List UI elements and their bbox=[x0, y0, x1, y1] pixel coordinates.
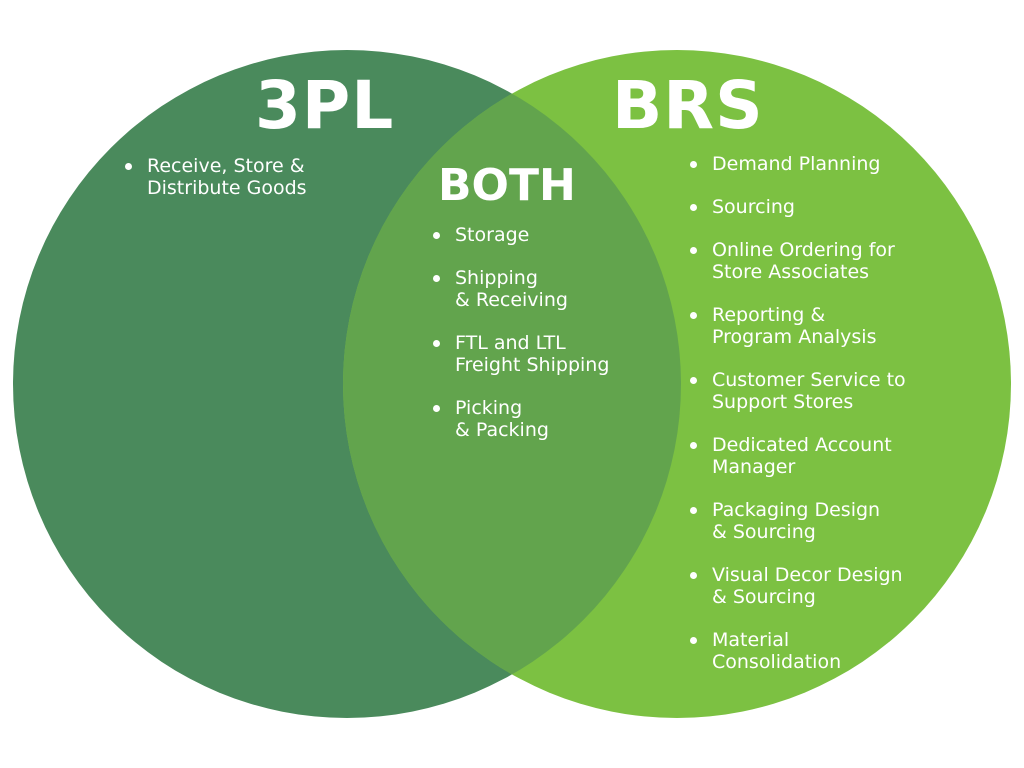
list-brs: Demand Planning Sourcing Online Ordering… bbox=[688, 153, 938, 694]
list-3pl: Receive, Store & Distribute Goods bbox=[123, 155, 353, 220]
list-item-brs: Online Ordering for Store Associates bbox=[688, 239, 938, 283]
list-item-brs: Visual Decor Design & Sourcing bbox=[688, 564, 938, 608]
title-3pl: 3PL bbox=[255, 67, 395, 144]
list-item-brs: Packaging Design & Sourcing bbox=[688, 499, 938, 543]
list-item-brs: Customer Service to Support Stores bbox=[688, 369, 938, 413]
list-item-brs: Sourcing bbox=[688, 196, 938, 218]
overlap-region-both bbox=[343, 50, 681, 718]
list-item-both: FTL and LTL Freight Shipping bbox=[431, 332, 661, 376]
list-item-both: Picking & Packing bbox=[431, 397, 661, 441]
list-item-brs: Reporting & Program Analysis bbox=[688, 304, 938, 348]
title-brs: BRS bbox=[612, 67, 764, 144]
list-item-brs: Material Consolidation bbox=[688, 629, 938, 673]
list-item-both: Shipping & Receiving bbox=[431, 267, 661, 311]
list-item-brs: Dedicated Account Manager bbox=[688, 434, 938, 478]
list-item-both: Storage bbox=[431, 224, 661, 246]
list-item-3pl: Receive, Store & Distribute Goods bbox=[123, 155, 353, 199]
list-both: Storage Shipping & Receiving FTL and LTL… bbox=[431, 224, 661, 462]
title-both: BOTH bbox=[438, 160, 576, 211]
list-item-brs: Demand Planning bbox=[688, 153, 938, 175]
